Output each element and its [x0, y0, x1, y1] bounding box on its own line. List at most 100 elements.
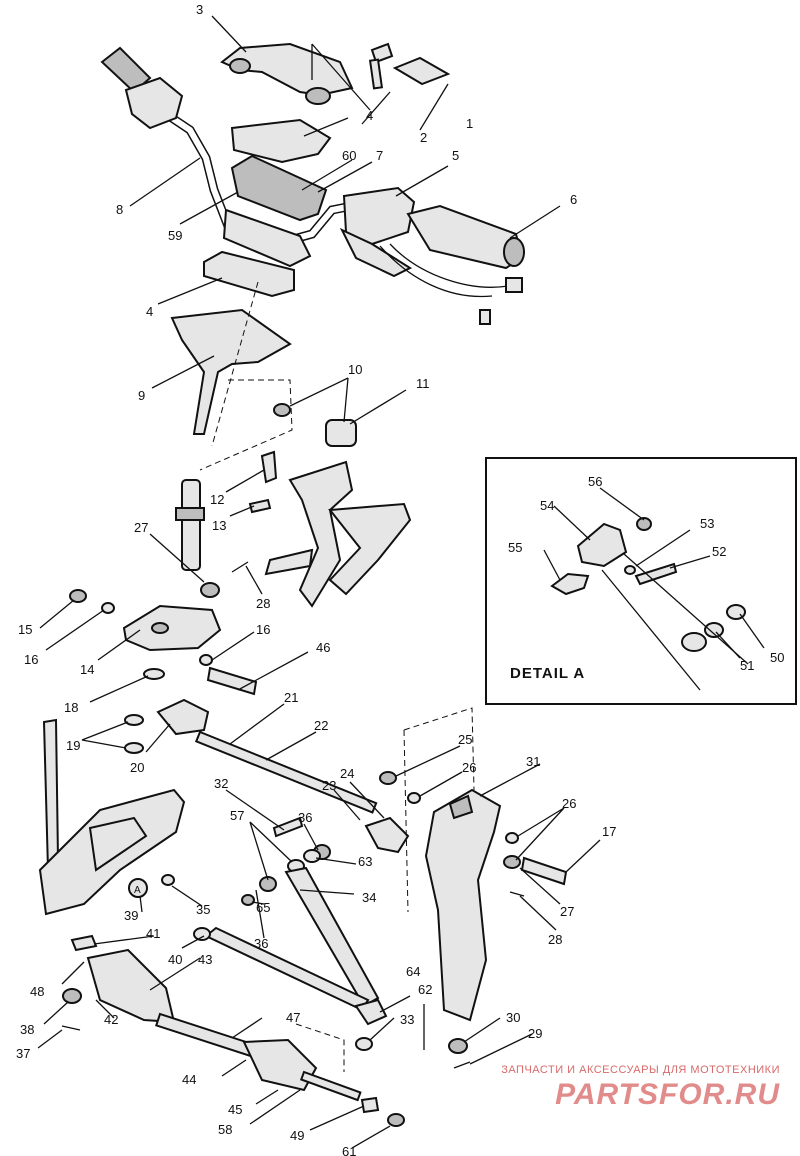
callout-35: 35	[196, 902, 210, 917]
callout-34: 34	[362, 890, 376, 905]
bushing-63	[303, 849, 321, 863]
bolt-17	[520, 856, 568, 886]
callout-19: 19	[66, 738, 80, 753]
leader-lines	[37, 15, 765, 1149]
callout-57: 57	[230, 808, 244, 823]
callout-23: 23	[322, 778, 336, 793]
callout-42: 42	[104, 1012, 118, 1027]
detail-nut-56	[636, 517, 652, 531]
callout-60: 60	[342, 148, 356, 163]
callout-2: 2	[420, 130, 427, 145]
left-grip	[100, 46, 184, 130]
nut-25	[379, 771, 397, 785]
bushing-upper	[325, 419, 357, 447]
callout-26-left: 26	[462, 760, 476, 775]
callout-22: 22	[314, 718, 328, 733]
callout-56: 56	[588, 474, 602, 489]
callout-10: 10	[348, 362, 362, 377]
cotter-pin-29	[453, 1061, 471, 1069]
handlebar-pad	[230, 154, 328, 222]
nut-15	[69, 589, 87, 603]
washer-40	[193, 927, 211, 941]
right-grip	[406, 204, 525, 270]
callout-44: 44	[182, 1072, 196, 1087]
callout-8: 8	[116, 202, 123, 217]
watermark-tagline: ЗАПЧАСТИ И АКСЕССУАРЫ ДЛЯ МОТОТЕХНИКИ	[501, 1064, 780, 1076]
callout-41: 41	[146, 926, 160, 941]
detail-a-title: DETAIL A	[510, 665, 585, 682]
washer-35	[161, 874, 175, 886]
callout-50: 50	[770, 650, 784, 665]
callout-24: 24	[340, 766, 354, 781]
bolt-46	[206, 666, 258, 696]
washer-16-right	[199, 654, 213, 666]
washer-18	[143, 668, 165, 680]
callout-labels: 1 2 3 4 4 5 6 7 8 9 10 11 12 13 14 15 16…	[16, 2, 784, 1156]
frame-head-tube	[264, 460, 412, 608]
crossbar-pad	[222, 208, 312, 268]
detail-bushing-51	[704, 622, 724, 638]
callout-18: 18	[64, 700, 78, 715]
nut-33	[355, 1037, 373, 1051]
callout-62: 62	[418, 982, 432, 997]
detail-bolt-55	[550, 572, 590, 596]
washer-41	[70, 934, 98, 952]
washer-19a	[124, 714, 144, 726]
callout-28-upper: 28	[256, 596, 270, 611]
callout-30: 30	[506, 1010, 520, 1025]
washer-16-left	[101, 602, 115, 614]
throttle-housing	[339, 186, 416, 278]
callout-26-right: 26	[562, 796, 576, 811]
callout-38: 38	[20, 1022, 34, 1037]
handlebar-bolt	[368, 42, 394, 90]
callout-9: 9	[138, 388, 145, 403]
warning-label	[392, 56, 451, 86]
nut-38	[62, 988, 82, 1004]
cv-joint-43	[86, 948, 176, 1024]
cotter-pin-37	[61, 1025, 81, 1031]
nut-30	[448, 1038, 468, 1054]
callout-61: 61	[342, 1144, 356, 1156]
bolt-32	[272, 816, 304, 838]
callout-43: 43	[198, 952, 212, 967]
watermark-logo: PARTSFOR.RU	[555, 1078, 780, 1111]
callout-16-left: 16	[24, 652, 38, 667]
callout-28-lower: 28	[548, 932, 562, 947]
callout-a: A	[134, 885, 141, 896]
handlebar-clamp-upper	[220, 42, 354, 105]
cotter-pin-28-upper	[231, 561, 249, 573]
bushing-65	[241, 894, 255, 906]
callout-15: 15	[18, 622, 32, 637]
washer-26-left	[407, 792, 421, 804]
callout-65: 65	[256, 900, 270, 915]
callout-36-upper: 36	[298, 810, 312, 825]
washer-26-right-a	[505, 832, 519, 844]
callout-20: 20	[130, 760, 144, 775]
callout-40: 40	[168, 952, 182, 967]
detail-bolt-52	[634, 562, 678, 586]
callout-7: 7	[376, 148, 383, 163]
callout-1: 1	[466, 116, 473, 131]
callout-21: 21	[284, 690, 298, 705]
callout-54: 54	[540, 498, 554, 513]
callout-46: 46	[316, 640, 330, 655]
detail-bracket-54	[576, 522, 628, 568]
callout-5: 5	[452, 148, 459, 163]
callout-33: 33	[400, 1012, 414, 1027]
callout-3: 3	[196, 2, 203, 17]
callout-39: 39	[124, 908, 138, 923]
callout-55: 55	[508, 540, 522, 555]
callout-47: 47	[286, 1010, 300, 1025]
callout-45: 45	[228, 1102, 242, 1117]
spindle-31	[424, 788, 502, 1022]
callout-12: 12	[210, 492, 224, 507]
callout-11: 11	[416, 376, 430, 391]
callout-53: 53	[700, 516, 714, 531]
callout-13: 13	[212, 518, 226, 533]
ball-joint-64	[354, 998, 388, 1026]
bushing-36-lower	[259, 876, 277, 892]
callout-27-lower: 27	[560, 904, 574, 919]
callout-52: 52	[712, 544, 726, 559]
detail-washer-53	[624, 565, 636, 575]
